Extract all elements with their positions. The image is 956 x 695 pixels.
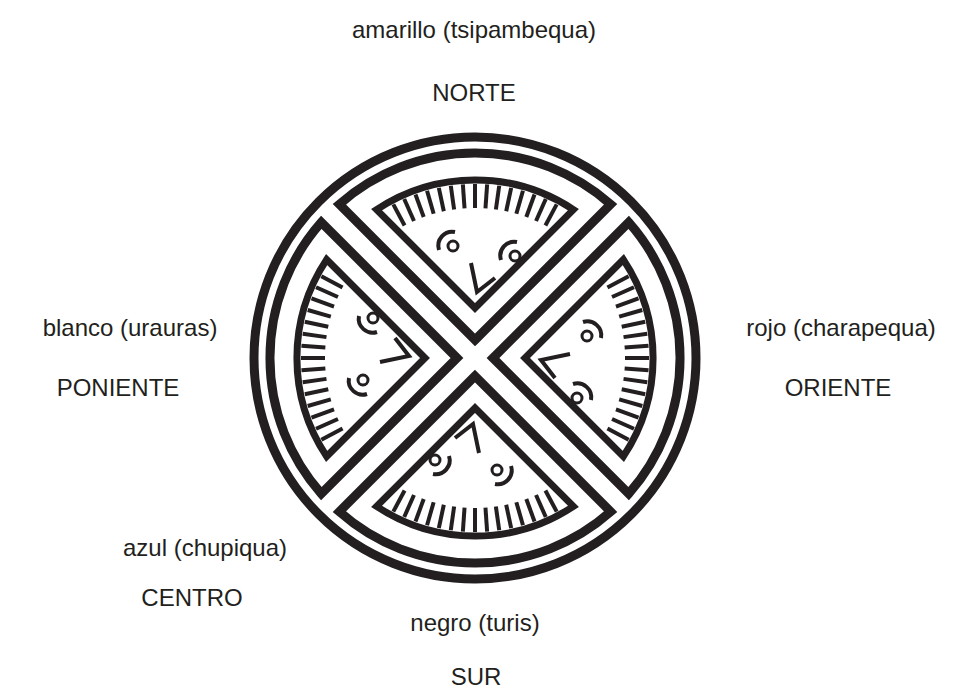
compass-label: negro (turis) — [410, 609, 539, 637]
compass-label: ORIENTE — [785, 374, 892, 402]
compass-label: CENTRO — [141, 584, 242, 612]
compass-label: amarillo (tsipambequa) — [352, 16, 596, 44]
compass-label: NORTE — [432, 79, 516, 107]
compass-label: SUR — [451, 663, 502, 691]
outer-ring — [254, 137, 696, 579]
west-quadrant — [270, 222, 457, 493]
compass-label: rojo (charapequa) — [746, 314, 935, 342]
compass-label: azul (chupiqua) — [123, 534, 287, 562]
compass-label: PONIENTE — [57, 374, 180, 402]
compass-label: blanco (urauras) — [43, 314, 218, 342]
